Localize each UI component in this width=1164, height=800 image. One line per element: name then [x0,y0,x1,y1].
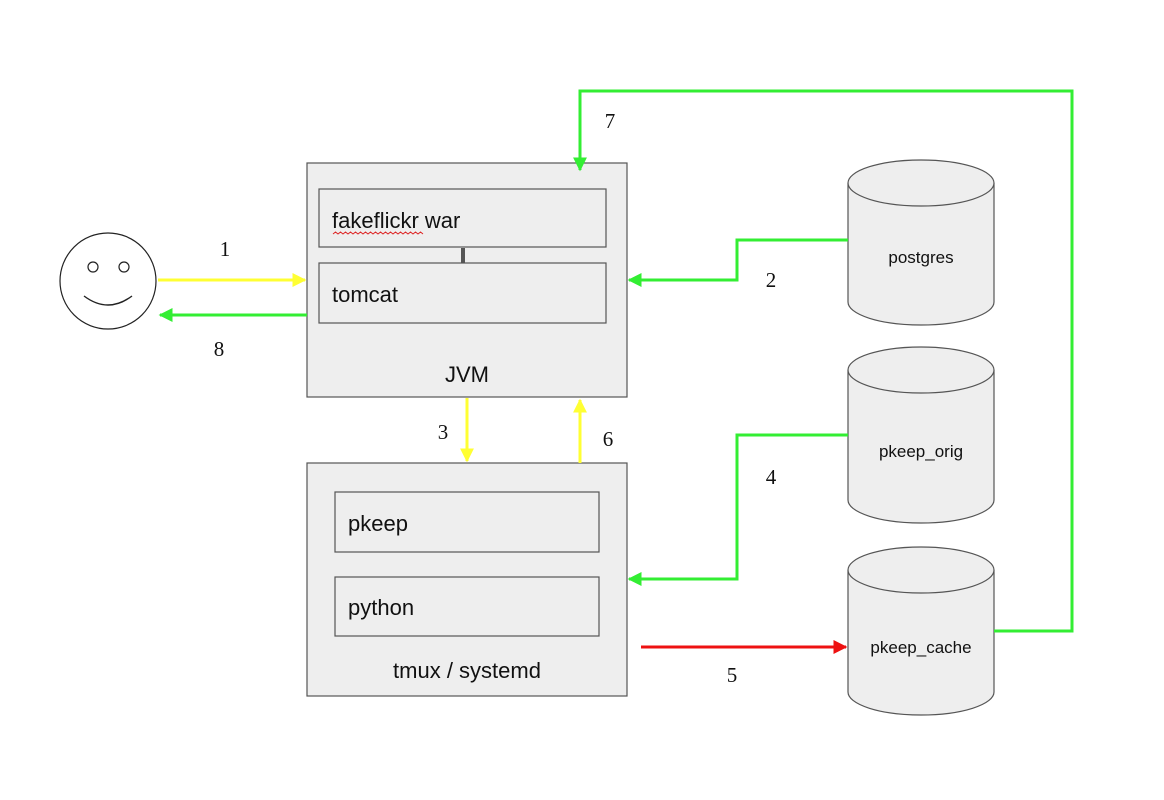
step-8-label: 8 [214,337,225,361]
postgres-label: postgres [888,248,953,267]
step-3-label: 3 [438,420,449,444]
pkeep-label: pkeep [348,511,408,536]
tmux-systemd-box: pkeep python tmux / systemd [306,462,628,697]
pkeep-orig-database-icon: pkeep_orig [847,346,995,524]
step-7-label: 7 [605,109,616,133]
step-5-label: 5 [727,663,738,687]
pkeep-cache-label: pkeep_cache [870,638,971,657]
step-1-label: 1 [220,237,231,261]
arrow-4-pkeep-orig [627,433,848,586]
tomcat-label: tomcat [332,282,398,307]
step-4-label: 4 [766,465,777,489]
step-2-label: 2 [766,268,777,292]
arrow-7-cache-to-jvm [573,89,1074,633]
pkeep-box [334,491,600,553]
step-6-label: 6 [603,427,614,451]
python-box [334,576,600,637]
pkeep-orig-label: pkeep_orig [879,442,963,461]
fakeflickr-war-label: fakeflickr war [332,208,460,233]
postgres-database-icon: postgres [847,159,995,326]
jvm-label: JVM [445,362,489,387]
spellcheck-underline [332,231,424,235]
tmux-systemd-label: tmux / systemd [393,658,541,683]
fakeflickr-war-box [318,188,607,248]
smiley-face-icon [59,232,157,330]
tomcat-box [318,262,607,324]
pkeep-cache-database-icon: pkeep_cache [847,546,995,716]
python-label: python [348,595,414,620]
jvm-box: fakeflickr war tomcat JVM [306,162,628,398]
arrow-2-postgres [627,238,848,287]
